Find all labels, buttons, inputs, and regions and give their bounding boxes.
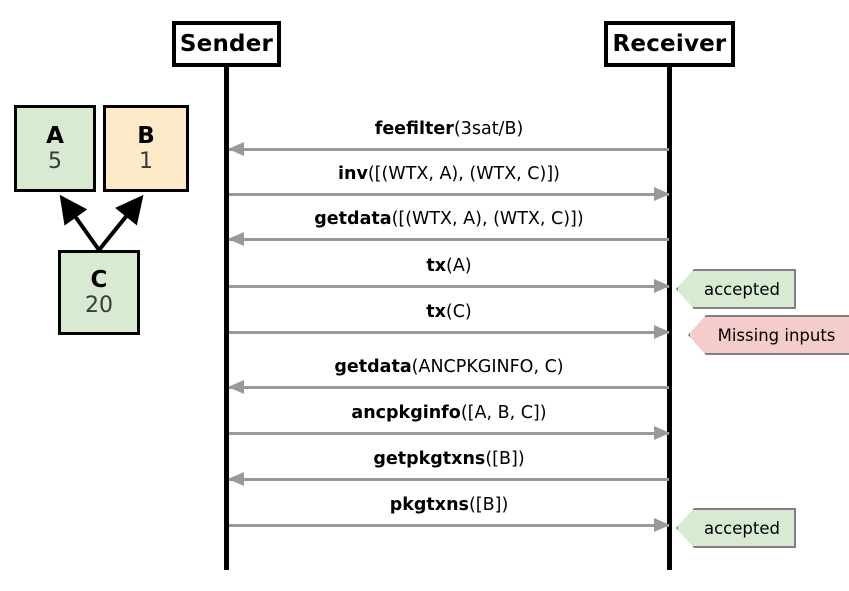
tx-edge-c-to-b xyxy=(97,194,144,252)
message-arrowhead-right-1 xyxy=(654,187,670,201)
message-row-2: getdata([(WTX, A), (WTX, C)]) xyxy=(228,207,669,253)
lifeline-receiver xyxy=(667,67,672,570)
tx-edge-c-to-a xyxy=(59,194,101,252)
message-row-6: ancpkginfo([A, B, C]) xyxy=(229,401,670,447)
message-row-7: getpkgtxns([B]) xyxy=(228,447,669,493)
message-arrowhead-left-5 xyxy=(228,380,244,394)
message-row-3: tx(A) xyxy=(229,254,670,300)
message-label-4: tx(C) xyxy=(229,300,669,324)
message-command-7: getpkgtxns xyxy=(373,449,486,469)
message-arrow-line-5 xyxy=(229,386,669,389)
message-label-3: tx(A) xyxy=(229,254,669,278)
participant-receiver-label: Receiver xyxy=(612,31,727,57)
participant-receiver: Receiver xyxy=(604,21,735,67)
message-arrow-line-2 xyxy=(229,238,669,241)
tx-node-b: B 1 xyxy=(103,105,189,192)
message-arrowhead-right-8 xyxy=(654,518,670,532)
message-arrow-line-4 xyxy=(229,331,669,334)
message-args-8: ([B]) xyxy=(468,495,509,515)
message-arrowhead-right-3 xyxy=(654,279,670,293)
message-arrowhead-left-7 xyxy=(228,472,244,486)
message-command-3: tx xyxy=(426,256,446,276)
status-badge-pkgtxns-label: accepted xyxy=(704,518,780,538)
tx-node-a: A 5 xyxy=(14,105,96,192)
message-row-5: getdata(ANCPKGINFO, C) xyxy=(228,355,669,401)
message-label-6: ancpkginfo([A, B, C]) xyxy=(229,401,669,425)
message-args-2: ([(WTX, A), (WTX, C)]) xyxy=(391,209,584,229)
message-args-4: (C) xyxy=(445,302,472,322)
message-args-1: ([(WTX, A), (WTX, C)]) xyxy=(367,164,561,184)
status-badge-tx-c: Missing inputs xyxy=(688,315,849,355)
message-arrowhead-left-0 xyxy=(228,142,244,156)
tx-node-c: C 20 xyxy=(58,250,140,335)
message-label-1: inv([(WTX, A), (WTX, C)]) xyxy=(229,162,669,186)
participant-sender: Sender xyxy=(172,21,281,67)
message-arrowhead-right-4 xyxy=(654,325,670,339)
message-command-4: tx xyxy=(426,302,446,322)
tx-node-c-value: 20 xyxy=(85,292,113,318)
message-arrow-line-0 xyxy=(229,148,669,151)
message-command-8: pkgtxns xyxy=(389,495,469,515)
message-args-7: ([B]) xyxy=(485,449,525,469)
message-args-5: (ANCPKGINFO, C) xyxy=(411,357,564,377)
message-args-3: (A) xyxy=(446,256,472,276)
message-arrow-line-8 xyxy=(229,524,669,527)
tx-node-b-name: B xyxy=(137,122,155,149)
message-command-1: inv xyxy=(337,164,368,184)
participant-sender-label: Sender xyxy=(179,31,274,57)
message-label-2: getdata([(WTX, A), (WTX, C)]) xyxy=(229,207,669,231)
message-args-6: ([A, B, C]) xyxy=(460,403,547,423)
message-label-8: pkgtxns([B]) xyxy=(229,493,669,517)
tx-node-c-name: C xyxy=(90,266,108,293)
message-command-2: getdata xyxy=(314,209,392,229)
message-row-1: inv([(WTX, A), (WTX, C)]) xyxy=(229,162,670,208)
tx-node-a-name: A xyxy=(46,122,64,149)
status-badge-tx-a-label: accepted xyxy=(704,279,780,299)
tx-node-a-value: 5 xyxy=(48,148,62,174)
tx-node-b-value: 1 xyxy=(139,148,153,174)
status-badge-tx-a: accepted xyxy=(676,269,796,309)
message-arrow-line-1 xyxy=(229,193,669,196)
lifeline-sender xyxy=(224,67,229,570)
status-badge-pkgtxns: accepted xyxy=(676,508,796,548)
message-command-0: feefilter xyxy=(374,119,454,139)
message-arrow-line-3 xyxy=(229,285,669,288)
message-row-4: tx(C) xyxy=(229,300,670,346)
message-command-6: ancpkginfo xyxy=(351,403,461,423)
status-badge-tx-c-label: Missing inputs xyxy=(717,325,836,345)
message-label-5: getdata(ANCPKGINFO, C) xyxy=(229,355,669,379)
message-command-5: getdata xyxy=(334,357,412,377)
message-arrow-line-6 xyxy=(229,432,669,435)
message-arrowhead-left-2 xyxy=(228,232,244,246)
message-row-0: feefilter(3sat/B) xyxy=(228,117,669,163)
message-label-7: getpkgtxns([B]) xyxy=(229,447,669,471)
message-label-0: feefilter(3sat/B) xyxy=(229,117,669,141)
message-row-8: pkgtxns([B]) xyxy=(229,493,670,539)
message-arrow-line-7 xyxy=(229,478,669,481)
message-arrowhead-right-6 xyxy=(654,426,670,440)
message-args-0: (3sat/B) xyxy=(453,119,524,139)
